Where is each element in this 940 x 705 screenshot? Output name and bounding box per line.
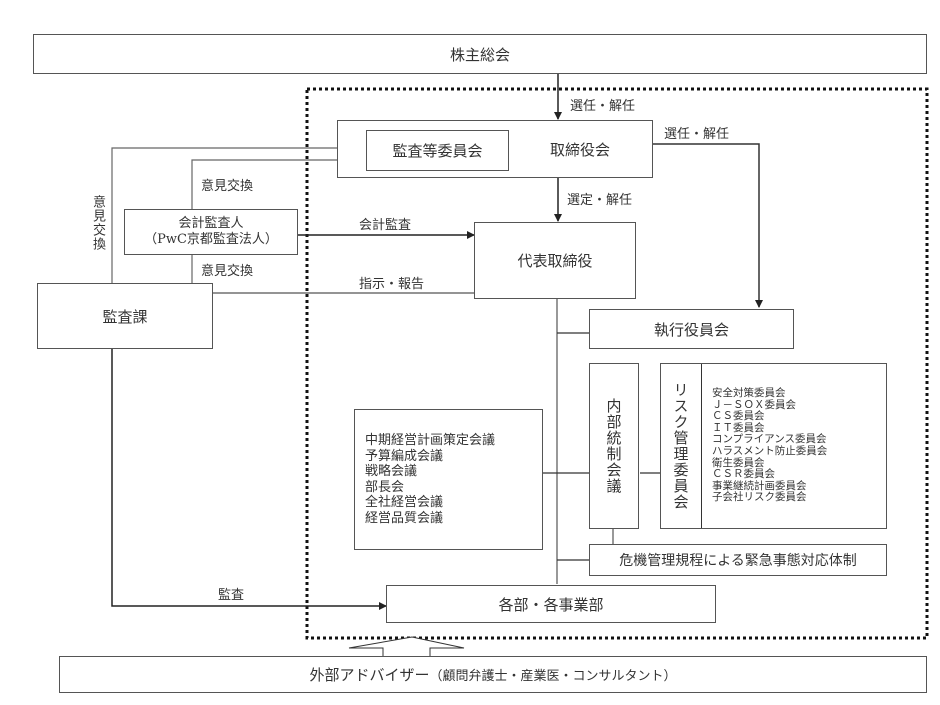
list-item: 戦略会議 <box>365 464 418 479</box>
external-advisors-detail: （顧問弁護士・産業医・コンサルタント） <box>429 669 677 684</box>
shareholders-meeting-label: 株主総会 <box>449 45 510 64</box>
external-advisors-box: 外部アドバイザー （顧問弁護士・産業医・コンサルタント） <box>59 656 927 693</box>
risk-management-committee-label: リスク管理委員会 <box>671 382 690 510</box>
label-accounting-audit: 会計監査 <box>359 218 412 233</box>
label-appoint-dismiss-rep: 選定・解任 <box>567 193 633 208</box>
representative-director-box: 代表取締役 <box>474 222 636 299</box>
management-meetings-box: 中期経営計画策定会議 予算編成会議 戦略会議 部長会 全社経営会議 経営品質会議 <box>354 409 543 550</box>
crisis-management-box: 危機管理規程による緊急事態対応体制 <box>589 544 887 576</box>
executive-officers-label: 執行役員会 <box>653 320 729 339</box>
shareholders-meeting-box: 株主総会 <box>33 34 927 74</box>
internal-audit-dept-box: 監査課 <box>37 283 213 349</box>
management-meetings-list: 中期経営計画策定会議 予算編成会議 戦略会議 部長会 全社経営会議 経営品質会議 <box>365 433 495 526</box>
list-item: 全社経営会議 <box>365 495 444 510</box>
list-item: 衛生委員会 <box>712 456 765 469</box>
list-item: 予算編成会議 <box>365 448 444 464</box>
label-instruction-report: 指示・報告 <box>359 277 425 292</box>
departments-label: 各部・各事業部 <box>498 595 604 614</box>
list-item: 部長会 <box>365 479 405 495</box>
internal-control-meeting-box: 内部統制会議 <box>589 363 639 529</box>
list-item: ＣＳ委員会 <box>712 410 765 423</box>
audit-committee-label: 監査等委員会 <box>392 142 483 160</box>
list-item: 安全対策委員会 <box>712 387 786 400</box>
edge-board-to-exec-officers <box>652 143 763 308</box>
label-opinion-exchange-audit-dept: 意見交換 <box>90 195 105 251</box>
risk-subcommittees-cell: 安全対策委員会 Ｊ－ＳＯＸ委員会 ＣＳ委員会 ＩＴ委員会 コンプライアンス委員会… <box>702 364 827 528</box>
list-item: 子会社リスク委員会 <box>712 491 807 504</box>
list-item: 経営品質会議 <box>365 510 444 526</box>
list-item: コンプライアンス委員会 <box>712 433 827 446</box>
list-item: 事業継続計画委員会 <box>712 479 807 492</box>
edge-audit-committee-accounting-auditor <box>191 159 367 210</box>
external-advisors-label: 外部アドバイザー <box>309 666 430 684</box>
risk-subcommittees-list: 安全対策委員会 Ｊ－ＳＯＸ委員会 ＣＳ委員会 ＩＴ委員会 コンプライアンス委員会… <box>712 387 828 504</box>
label-opinion-exchange-auditor-top: 意見交換 <box>201 179 254 194</box>
list-item: ＣＳＲ委員会 <box>712 468 775 481</box>
representative-director-label: 代表取締役 <box>517 252 593 270</box>
list-item: 中期経営計画策定会議 <box>365 433 496 448</box>
accounting-auditor-firm: （PwC京都監査法人） <box>144 232 278 247</box>
crisis-management-label: 危機管理規程による緊急事態対応体制 <box>619 553 857 569</box>
accounting-auditor-name: 会計監査人 <box>178 216 244 231</box>
external-advisors-arrow <box>348 636 465 657</box>
internal-audit-dept-label: 監査課 <box>102 307 148 326</box>
list-item: ＩＴ委員会 <box>712 421 765 434</box>
company-boundary <box>305 87 929 640</box>
board-of-directors-label: 取締役会 <box>549 140 610 159</box>
risk-management-committee-title: リスク管理委員会 <box>661 364 702 528</box>
risk-management-committee-box: リスク管理委員会 安全対策委員会 Ｊ－ＳＯＸ委員会 ＣＳ委員会 ＩＴ委員会 コン… <box>660 363 887 529</box>
internal-control-meeting-label: 内部統制会議 <box>604 398 623 494</box>
departments-box: 各部・各事業部 <box>386 585 716 623</box>
accounting-auditor-box: 会計監査人 （PwC京都監査法人） <box>124 209 298 255</box>
edge-audit-committee-audit-dept <box>111 147 367 283</box>
label-elect-dismiss-board: 選任・解任 <box>570 99 636 114</box>
label-elect-dismiss-exec: 選任・解任 <box>664 127 730 142</box>
list-item: Ｊ－ＳＯＸ委員会 <box>712 398 796 411</box>
executive-officers-box: 執行役員会 <box>589 309 794 349</box>
list-item: ハラスメント防止委員会 <box>712 445 828 457</box>
audit-committee-box: 監査等委員会 <box>366 130 509 171</box>
label-opinion-exchange-auditor-bottom: 意見交換 <box>201 264 254 279</box>
label-audit: 監査 <box>218 588 245 603</box>
edge-audit <box>111 348 387 610</box>
